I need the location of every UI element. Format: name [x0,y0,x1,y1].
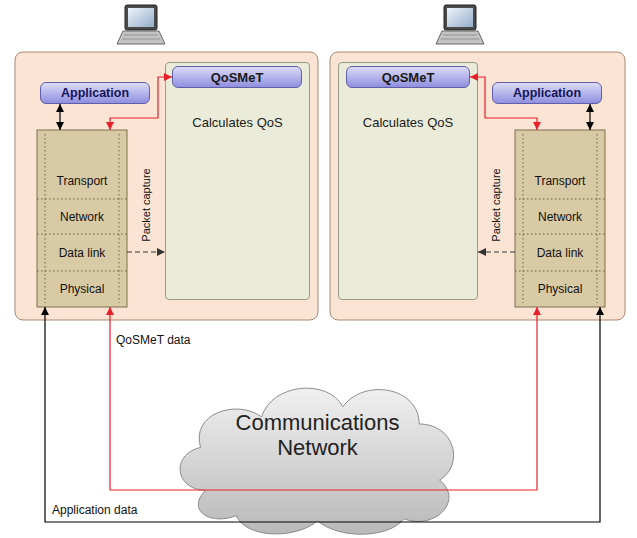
module-box: Application [40,82,150,104]
node-text: Calculates QoS [192,115,282,130]
edge-label: Packet capture [140,168,152,241]
node-text: QoSMeT [382,70,435,85]
network-cloud: Communications Network [165,368,470,536]
stack-frame [515,130,605,307]
stack-divider [515,271,605,272]
stack-divider [515,199,605,200]
protocol-layer: Data link [37,234,127,271]
protocol-stack-frame [37,130,127,307]
module-box: QoSMeT [346,66,470,88]
edge-label: Packet capture [490,168,502,241]
protocol-layer: Physical [515,271,605,307]
laptop-keys [124,35,158,36]
stack-divider [37,199,127,200]
module-box: QoSMeT [172,66,302,88]
laptop-icon [117,5,165,44]
node-text: Transport [57,174,108,188]
laptop-display [128,8,154,27]
node-text: QoSMeT [211,70,264,85]
node-text: Calculates QoS [363,115,453,130]
laptop-keys [441,39,479,40]
stack-divider [45,134,46,303]
capture-arrow [478,252,515,253]
node-text: Physical [60,282,105,296]
laptop-keys [443,35,477,36]
protocol-layer: Physical [37,271,127,307]
link-arrow [470,77,537,130]
stack-divider [515,234,605,235]
laptop-screen [125,5,157,30]
protocol-layer: Network [515,199,605,234]
stack-divider [119,134,120,303]
protocol-layer: Transport [515,130,605,199]
laptop-base [117,31,165,44]
laptop-screen [444,5,476,30]
protocol-layer: Transport [37,130,127,199]
stack-divider [523,134,524,303]
host-panel [15,52,318,320]
link-arrow [45,307,600,522]
qos-panel: QoSMeT Calculates QoS [165,62,310,300]
stack-divider [37,234,127,235]
host-panel [330,52,625,320]
laptop-display [447,8,473,27]
link-arrow [589,104,590,130]
laptop-base [436,31,484,44]
node-text: Data link [537,246,584,260]
link-arrow [110,307,537,490]
node-text: Application [513,86,581,100]
node-text: Communications Network [223,410,413,461]
capture-arrow [127,252,165,253]
node-text: Data link [59,246,106,260]
link-arrow [59,104,60,130]
protocol-layer: Network [37,199,127,234]
laptop-icon [436,5,484,44]
qos-panel: QoSMeT Calculates QoS [338,62,478,300]
stack-divider [37,271,127,272]
node-text: Application [61,86,129,100]
module-box: Application [492,82,602,104]
stack-divider [597,134,598,303]
protocol-stack-frame [515,130,605,307]
stack-frame [37,130,127,307]
edge-label: QoSMeT data [116,333,190,347]
node-text: Transport [535,174,586,188]
link-arrow [110,77,172,130]
node-text: Network [60,210,104,224]
node-text: Physical [538,282,583,296]
laptop-keys [122,39,160,40]
node-text: Network [538,210,582,224]
cloud-outline [180,388,454,534]
protocol-layer: Data link [515,234,605,271]
edge-label: Application data [52,503,137,517]
